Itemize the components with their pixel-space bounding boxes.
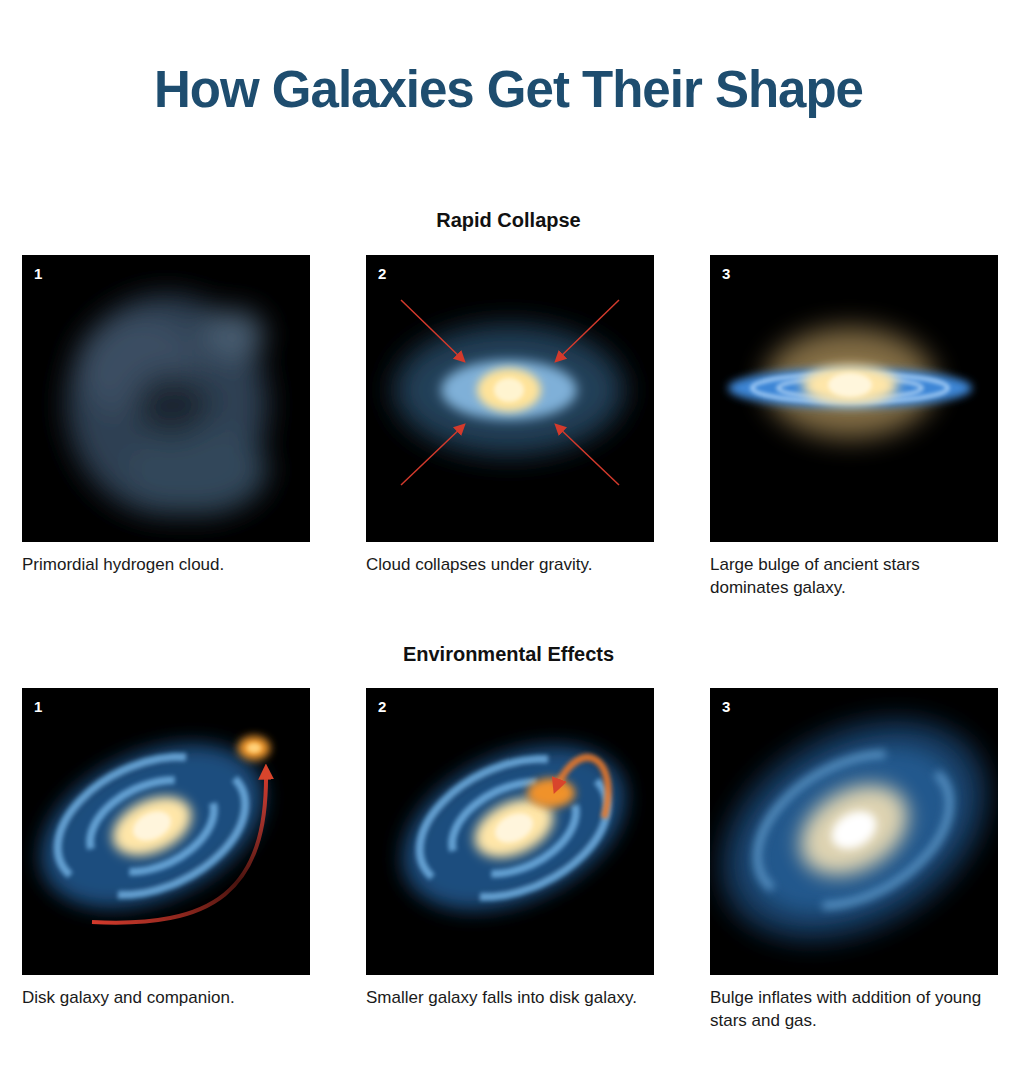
- section-heading: Environmental Effects: [0, 643, 1017, 666]
- step-number: 1: [34, 265, 42, 283]
- illustration-panel: 1Disk galaxy and companion.: [22, 688, 310, 975]
- step-caption: Smaller galaxy falls into disk galaxy.: [366, 986, 654, 1009]
- illustration-panel: 3Bulge inflates with addition of young s…: [710, 688, 998, 975]
- orbit-arrow: [92, 770, 266, 923]
- cloud-illustration: [22, 255, 310, 542]
- collapse-illustration: [366, 255, 654, 542]
- step-number: 1: [34, 698, 42, 716]
- inflated-bulge-illustration: [683, 676, 1017, 984]
- step-number: 2: [378, 265, 386, 283]
- step-number: 3: [722, 698, 730, 716]
- infall-arrow: [556, 748, 581, 788]
- step-caption: Bulge inflates with addition of young st…: [710, 986, 998, 1032]
- step-caption: Disk galaxy and companion.: [22, 986, 310, 1009]
- panel-ground: [22, 255, 310, 542]
- panel-ground: [710, 255, 998, 542]
- step-number: 2: [378, 698, 386, 716]
- step-caption: Cloud collapses under gravity.: [366, 553, 654, 576]
- bulge-galaxy-illustration: [710, 255, 998, 542]
- panel-ground: [366, 688, 654, 975]
- disk-galaxy-companion-illustration: [15, 688, 310, 975]
- illustration-panel: 1Primordial hydrogen cloud.: [22, 255, 310, 542]
- illustration-panel: 2Cloud collapses under gravity.: [366, 255, 654, 542]
- panel-ground: [366, 255, 654, 542]
- collapse-arrow: [401, 300, 619, 485]
- step-number: 3: [722, 265, 730, 283]
- merging-galaxy-illustration: [366, 688, 654, 975]
- section-heading: Rapid Collapse: [0, 209, 1017, 232]
- illustration-panel: 3Large bulge of ancient stars dominates …: [710, 255, 998, 542]
- step-caption: Primordial hydrogen cloud.: [22, 553, 310, 576]
- page-title: How Galaxies Get Their Shape: [0, 60, 1017, 119]
- illustration-panel: 2Smaller galaxy falls into disk galaxy.: [366, 688, 654, 975]
- step-caption: Large bulge of ancient stars dominates g…: [710, 553, 998, 599]
